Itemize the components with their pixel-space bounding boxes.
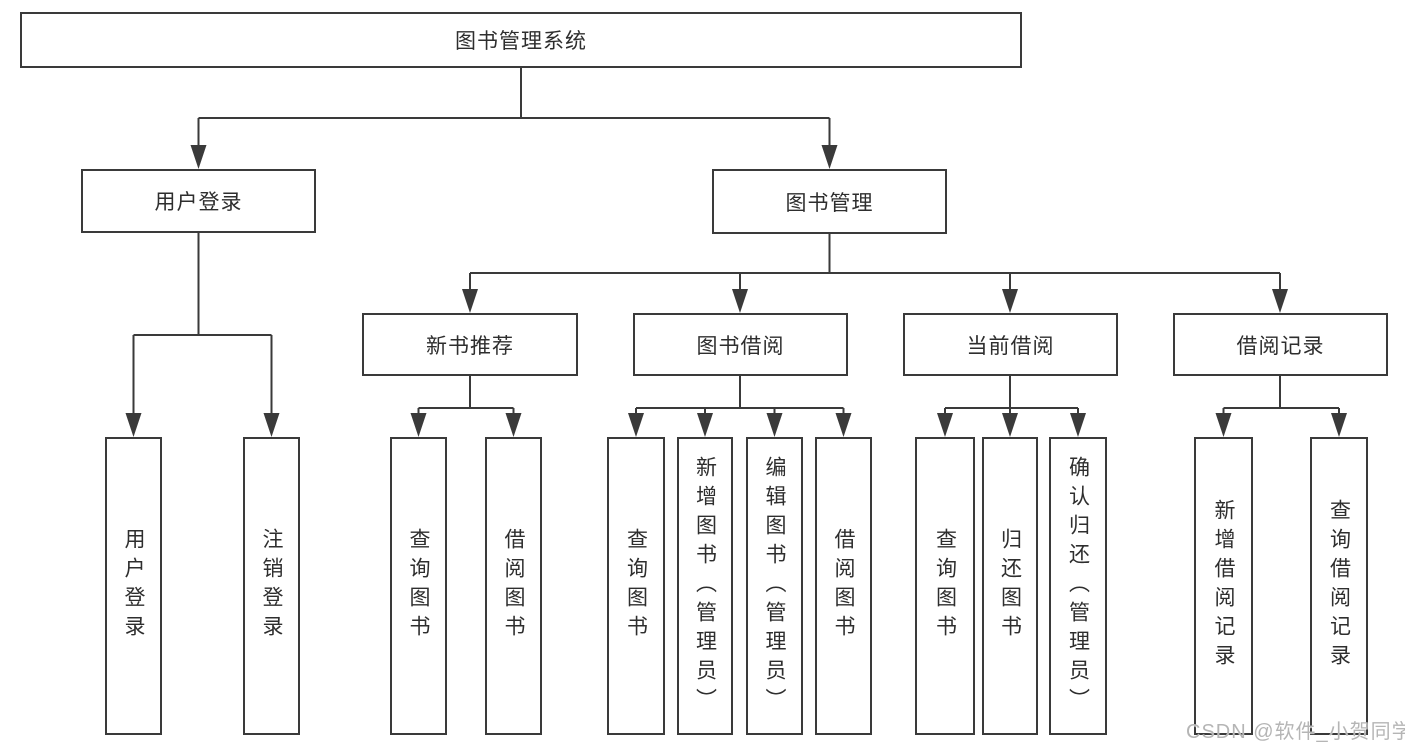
leaf-borrow-books-recommend: 借阅图书 — [485, 437, 542, 735]
leaf-add-book-admin: 新增图书（管理员） — [677, 437, 733, 735]
leaf-edit-book-admin: 编辑图书（管理员） — [746, 437, 803, 735]
leaf-query-books-current: 查询图书 — [915, 437, 975, 735]
leaf-user-login: 用户登录 — [105, 437, 162, 735]
leaf-query-books-recommend: 查询图书 — [390, 437, 447, 735]
leaf-return-book: 归还图书 — [982, 437, 1038, 735]
node-new-book-recommend: 新书推荐 — [362, 313, 578, 376]
leaf-add-borrow-record: 新增借阅记录 — [1194, 437, 1253, 735]
node-book-borrowing: 图书借阅 — [633, 313, 848, 376]
leaf-borrow-books-borrowing: 借阅图书 — [815, 437, 872, 735]
leaf-logout: 注销登录 — [243, 437, 300, 735]
arrowheads — [125, 145, 1347, 437]
node-borrowing-records: 借阅记录 — [1173, 313, 1388, 376]
node-current-borrowing: 当前借阅 — [903, 313, 1118, 376]
watermark-text: CSDN @软件_小贺同学 — [1186, 721, 1405, 743]
node-book-management: 图书管理 — [712, 169, 947, 234]
leaf-query-books-borrowing: 查询图书 — [607, 437, 665, 735]
node-library-management-system: 图书管理系统 — [20, 12, 1022, 68]
leaf-query-borrow-record: 查询借阅记录 — [1310, 437, 1368, 735]
node-user-login: 用户登录 — [81, 169, 316, 233]
leaf-confirm-return-admin: 确认归还（管理员） — [1049, 437, 1107, 735]
